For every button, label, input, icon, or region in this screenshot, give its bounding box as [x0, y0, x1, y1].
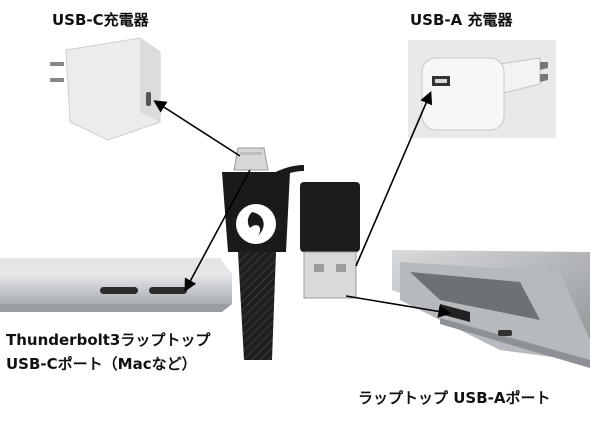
macbook-usbc-image	[0, 258, 232, 312]
laptop-usba-image	[392, 250, 590, 368]
usbc-charger-image	[50, 37, 161, 141]
cable-image	[222, 147, 360, 360]
macbook-port-label-line2: USB-Cポート（Macなど）	[6, 355, 197, 373]
macbook-port-label-line1: Thunderbolt3ラップトップ	[6, 331, 211, 349]
usba-charger-image	[408, 40, 556, 138]
usbc-charger-label: USB-C充電器	[52, 11, 149, 29]
arrow-usbc-charger	[153, 100, 241, 157]
laptop-usba-label: ラップトップ USB-Aポート	[358, 389, 551, 407]
arrow-usbc-macbook	[184, 169, 251, 292]
usba-charger-label: USB-A 充電器	[410, 11, 513, 29]
flame-logo-icon	[236, 204, 276, 244]
arrow-usba-laptop	[345, 295, 452, 318]
arrow-usba-charger	[355, 91, 433, 267]
